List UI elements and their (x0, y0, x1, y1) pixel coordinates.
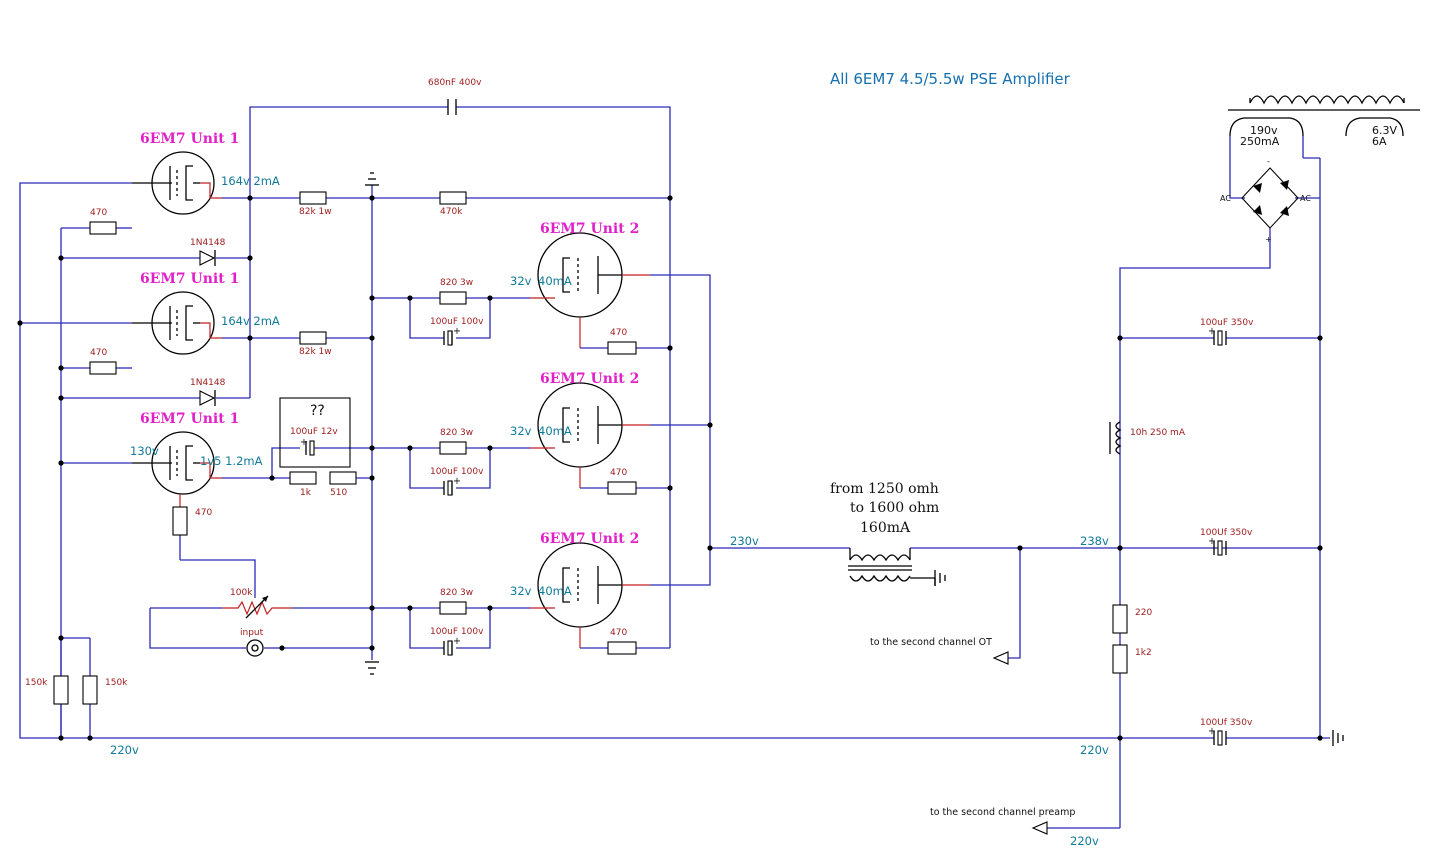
label-cap-350-c: 100Uf 350v (1200, 718, 1253, 728)
choke (1109, 421, 1122, 455)
voltage-230: 230v (730, 534, 759, 548)
label-choke: 10h 250 mA (1130, 428, 1186, 438)
label-470-d: 470 (610, 468, 627, 478)
voltage-32-b: 32v (510, 424, 532, 438)
label-820-c: 820 3w (440, 588, 473, 598)
power-transformer (1228, 95, 1420, 137)
svg-text:+: + (1208, 326, 1216, 337)
voltage-164-b: 164v 2mA (221, 314, 280, 328)
label-ac-right: AC (1300, 194, 1311, 203)
current-40-b: 40mA (538, 424, 572, 438)
label-input: input (240, 628, 264, 638)
label-82k-a: 82k 1w (299, 207, 332, 217)
label-150k-a: 150k (25, 678, 48, 688)
voltage-220-right: 220v (1080, 743, 1109, 757)
label-220: 220 (1135, 608, 1152, 618)
label-470-e: 470 (610, 628, 627, 638)
potentiometer (222, 595, 292, 619)
svg-text:+: + (453, 326, 461, 337)
output-transformer (848, 548, 935, 582)
label-unknown: ?? (310, 403, 325, 419)
note-second-preamp: to the second channel preamp (930, 807, 1075, 818)
label-hv-current: 250mA (1240, 135, 1280, 148)
tube-label-unit2-a: 6EM7 Unit 2 (540, 221, 639, 237)
bridge-rectifier (1241, 167, 1299, 229)
label-820-b: 820 3w (440, 428, 473, 438)
diodes (199, 250, 216, 406)
resistors (53, 191, 1128, 705)
voltage-238: 238v (1080, 534, 1109, 548)
ot-line-2: to 1600 ohm (850, 500, 939, 516)
label-1k2: 1k2 (1135, 648, 1152, 658)
svg-text:+: + (453, 636, 461, 647)
voltage-220-left: 220v (110, 743, 139, 757)
current-40-a: 40mA (538, 274, 572, 288)
svg-text:+: + (1208, 726, 1216, 737)
tube-label-unit2-c: 6EM7 Unit 2 (540, 531, 639, 547)
label-82k-b: 82k 1w (299, 347, 332, 357)
ground-symbols (365, 172, 1344, 746)
label-hv: 190v (1250, 124, 1278, 137)
voltage-130: 130v (130, 444, 159, 458)
voltage-1v5: 1v5 1.2mA (200, 454, 263, 468)
tube-unit1-c (132, 431, 222, 507)
tube-unit2-a (530, 232, 650, 348)
label-470-grid: 470 (195, 508, 212, 518)
second-ot-arrow (992, 651, 1009, 665)
wiring (19, 106, 1330, 829)
current-40-c: 40mA (538, 584, 572, 598)
label-diode-b: 1N4148 (190, 378, 226, 388)
voltage-32-c: 32v (510, 584, 532, 598)
schematic-title: All 6EM7 4.5/5.5w PSE Amplifier (830, 70, 1071, 88)
tube-unit2-c (530, 542, 650, 648)
label-470-c: 470 (610, 328, 627, 338)
label-cap-100v-c: 100uF 100v (430, 627, 484, 637)
label-1k: 1k (300, 488, 312, 498)
ot-line-3: 160mA (860, 520, 911, 536)
label-cap-100v-b: 100uF 100v (430, 467, 484, 477)
tube-unit1-a (132, 151, 222, 215)
label-470-b: 470 (90, 348, 107, 358)
label-heater-current: 6A (1372, 135, 1387, 148)
label-cap-100v-a: 100uF 100v (430, 317, 484, 327)
label-pot: 100k (230, 588, 253, 598)
label-cap-350-a: 100uF 350v (1200, 318, 1254, 328)
ot-line-1: from 1250 omh (830, 481, 939, 497)
junction-dots (17, 195, 1323, 741)
note-second-ot: to the second channel OT (870, 637, 992, 648)
svg-text:+: + (300, 437, 308, 448)
label-470k: 470k (440, 207, 463, 217)
voltage-164-a: 164v 2mA (221, 174, 280, 188)
label-coupling-cap: 680nF 400v (428, 78, 482, 88)
label-bridge-plus: + (1265, 235, 1272, 244)
label-820-a: 820 3w (440, 278, 473, 288)
label-ac-left: AC (1220, 194, 1231, 203)
input-jack (246, 639, 264, 657)
capacitors: + + + + + + + (300, 99, 1227, 746)
label-150k-b: 150k (105, 678, 128, 688)
tube-label-unit1-c: 6EM7 Unit 1 (140, 411, 239, 427)
label-cap-12v: 100uF 12v (290, 427, 338, 437)
tube-label-unit1-a: 6EM7 Unit 1 (140, 131, 239, 147)
label-diode-a: 1N4148 (190, 238, 226, 248)
label-470-a: 470 (90, 208, 107, 218)
second-preamp-arrow (1031, 821, 1048, 835)
svg-text:+: + (1208, 536, 1216, 547)
voltage-32-a: 32v (510, 274, 532, 288)
tube-label-unit1-b: 6EM7 Unit 1 (140, 271, 239, 287)
unknown-box (279, 397, 351, 468)
label-bridge-minus: - (1267, 157, 1270, 166)
label-heater-v: 6.3V (1372, 124, 1397, 137)
label-cap-350-b: 100Uf 350v (1200, 528, 1253, 538)
tube-label-unit2-b: 6EM7 Unit 2 (540, 371, 639, 387)
tube-unit2-b (530, 382, 650, 488)
voltage-220-preamp: 220v (1070, 834, 1099, 848)
tube-unit1-b (132, 291, 222, 355)
label-510: 510 (330, 488, 347, 498)
svg-text:+: + (453, 476, 461, 487)
